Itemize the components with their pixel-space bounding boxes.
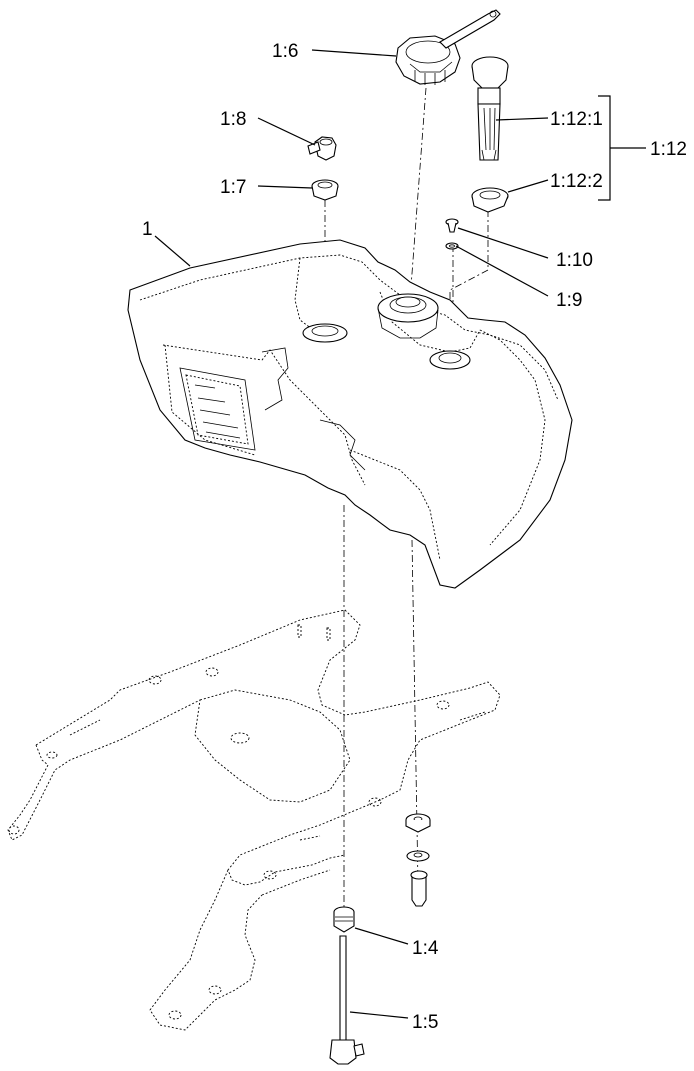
callout-1-12: 1:12 <box>650 139 687 160</box>
callout-1-6: 1:6 <box>272 41 298 62</box>
fuel-tank <box>127 239 573 589</box>
mounting-plate <box>7 609 501 1031</box>
callout-1-5: 1:5 <box>412 1012 438 1033</box>
pickup-tube <box>329 935 365 1065</box>
fuel-sender-assembly <box>471 56 509 213</box>
screw <box>445 218 459 233</box>
washer <box>445 242 459 250</box>
elbow-fitting <box>307 136 337 161</box>
callout-1-4: 1:4 <box>412 938 439 959</box>
fuel-cap <box>395 9 501 85</box>
callout-1-12-1: 1:12:1 <box>550 109 603 130</box>
grommet <box>311 179 339 201</box>
bulkhead-fitting <box>333 906 355 933</box>
callout-1-10: 1:10 <box>556 250 593 271</box>
callout-1-8: 1:8 <box>220 109 246 130</box>
callout-1-9: 1:9 <box>556 290 582 311</box>
callout-labels: 1:6 1:12:1 1:12 1:12:2 1:8 1:7 1 1:10 1:… <box>142 41 687 1033</box>
callout-1: 1 <box>142 219 153 240</box>
callout-1-7: 1:7 <box>220 177 246 198</box>
callout-1-12-2: 1:12:2 <box>550 171 603 192</box>
mount-bushing-stack <box>405 813 431 907</box>
leader-lines <box>154 49 646 1019</box>
